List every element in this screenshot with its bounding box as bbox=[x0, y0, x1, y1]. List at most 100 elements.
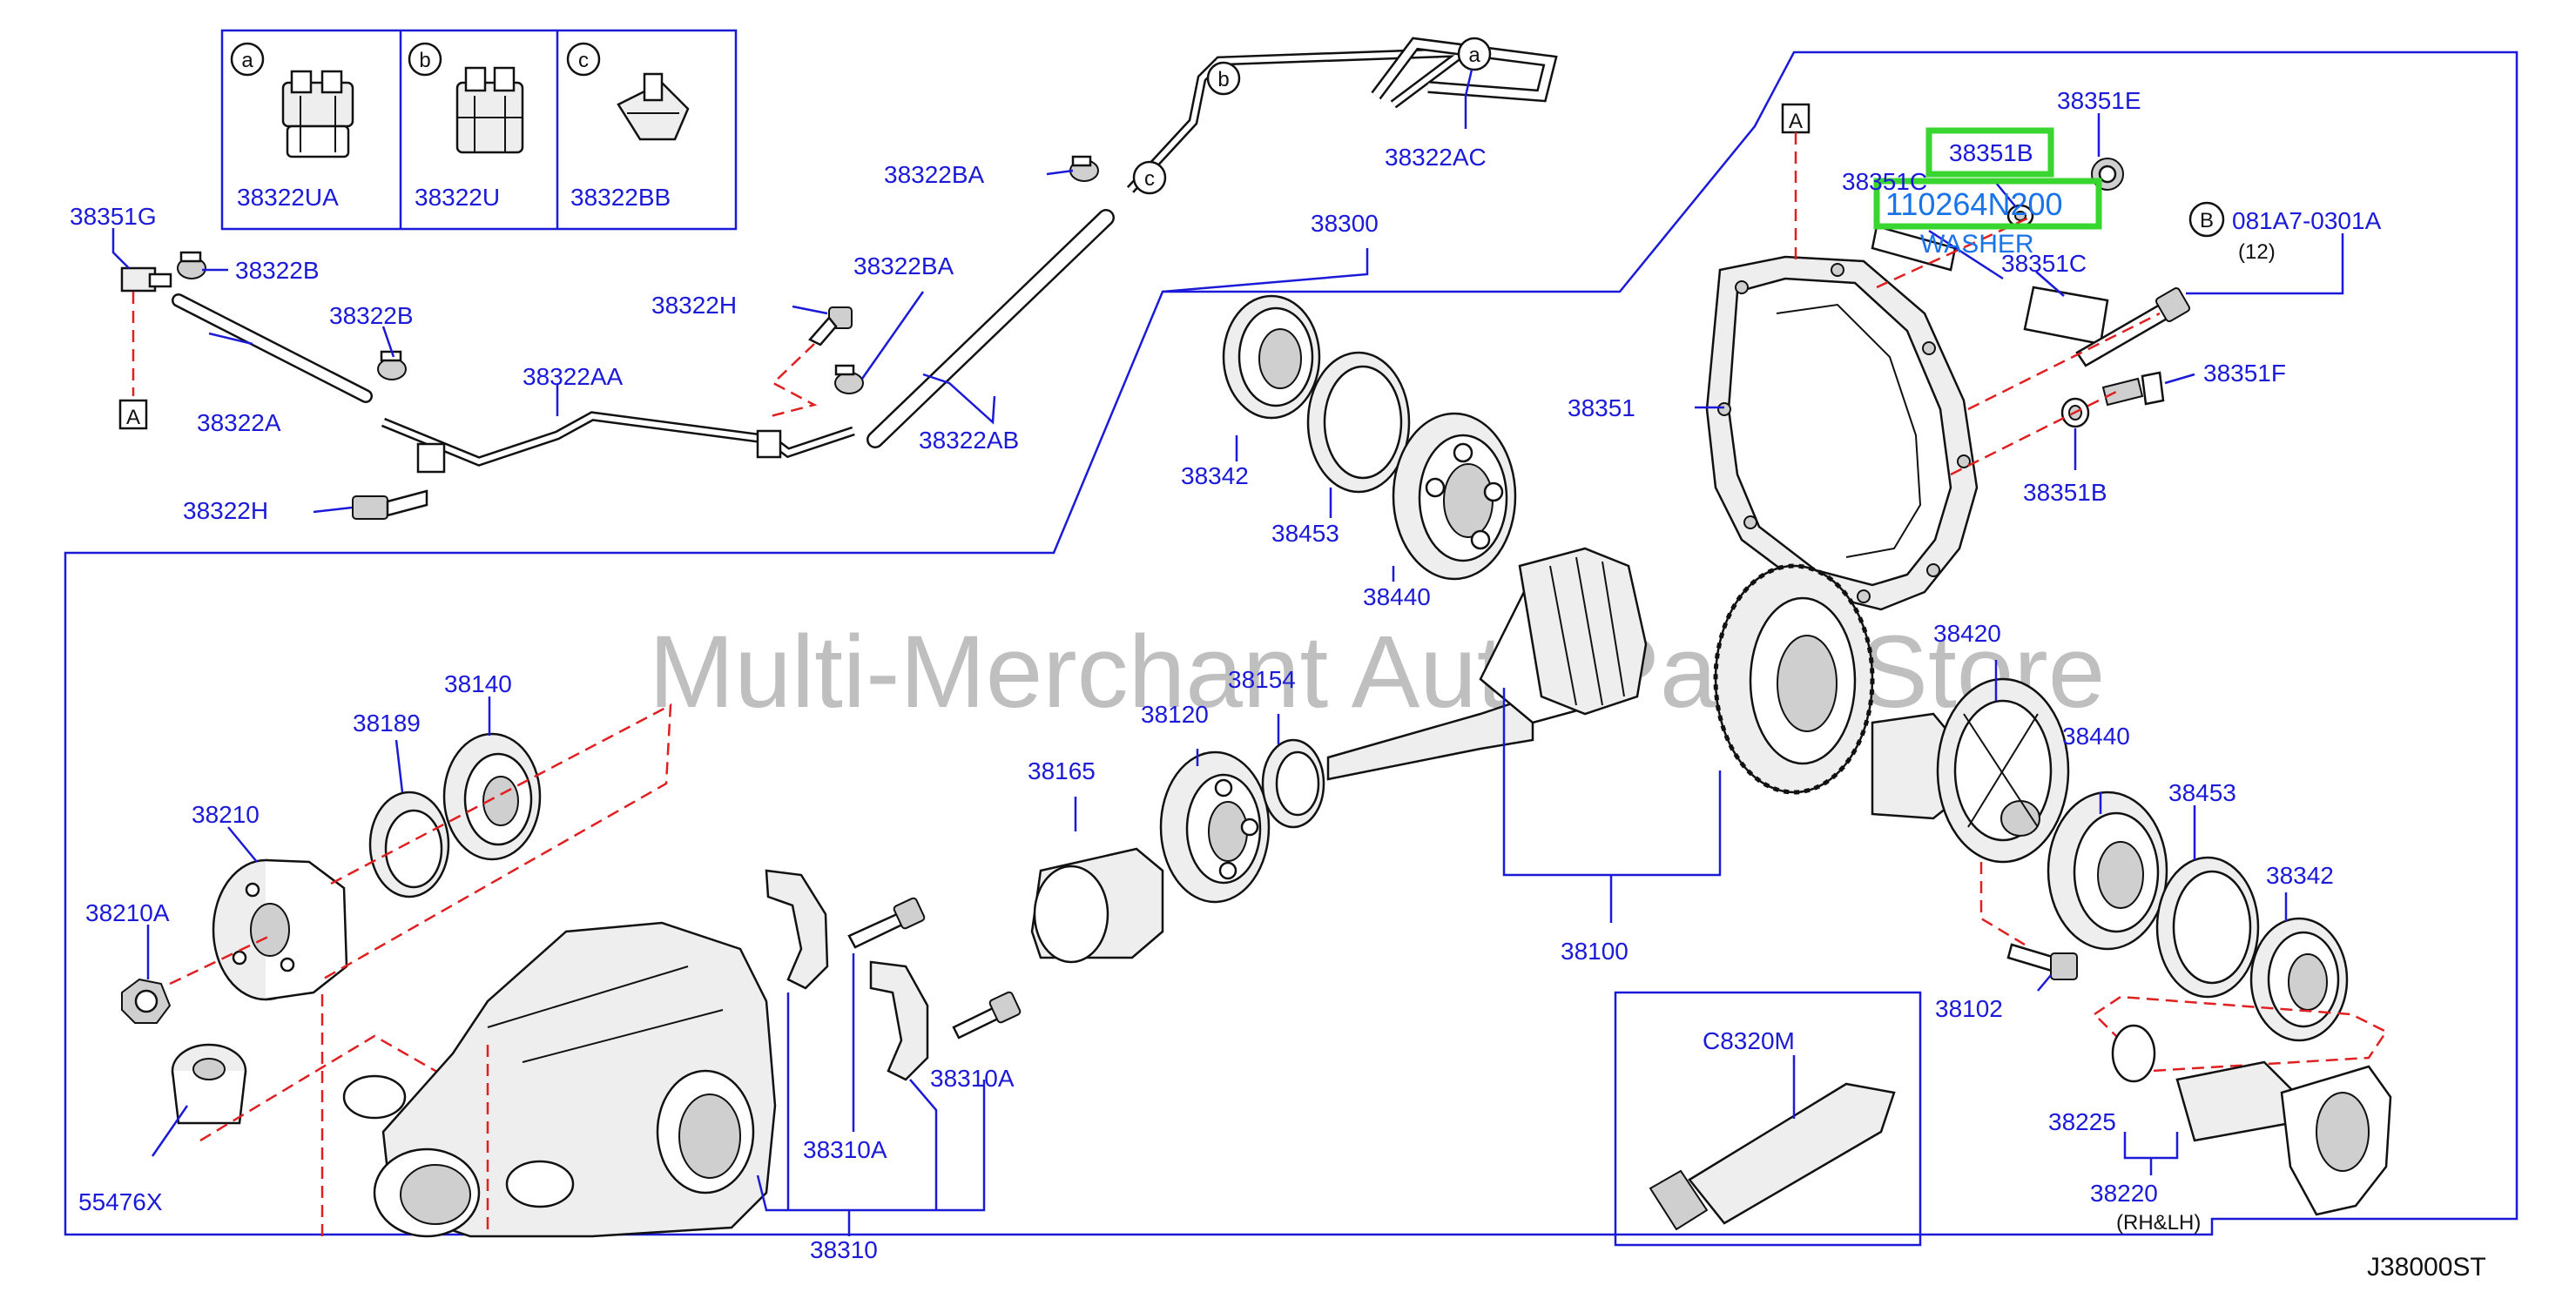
flange-nut-38210A[interactable] bbox=[121, 978, 172, 1024]
clip-a-part: 38322UA bbox=[237, 184, 339, 211]
rear-cover-38351[interactable] bbox=[1705, 255, 1979, 611]
label-38322B-1[interactable]: 38322B bbox=[235, 257, 320, 284]
label-38220[interactable]: 38220 bbox=[2090, 1180, 2158, 1207]
collapsible-spacer-38165[interactable] bbox=[1030, 847, 1164, 964]
clamp-38322BA-1[interactable] bbox=[834, 364, 864, 394]
label-081A7-0301A[interactable]: 081A7-0301A bbox=[2232, 207, 2382, 234]
cap-bolt-38310A-1[interactable] bbox=[847, 897, 926, 949]
oil-seal-38453[interactable] bbox=[1306, 351, 1411, 494]
label-38310[interactable]: 38310 bbox=[810, 1236, 878, 1263]
bearing-38140[interactable] bbox=[442, 732, 542, 861]
label-38322BA-2[interactable]: 38322BA bbox=[884, 161, 985, 188]
bearing-38440-front[interactable] bbox=[1392, 412, 1517, 581]
side-nut-38342-rear[interactable] bbox=[2249, 917, 2349, 1042]
label-38440-upper[interactable]: 38440 bbox=[1363, 583, 1431, 610]
label-38440-rear[interactable]: 38440 bbox=[2062, 723, 2130, 750]
label-38322H-upper[interactable]: 38322H bbox=[651, 292, 737, 319]
ring-gear[interactable] bbox=[1713, 563, 1875, 795]
o-ring-38225[interactable] bbox=[2111, 1024, 2156, 1083]
dash-flange-bearing bbox=[321, 703, 672, 981]
ref-box-A-right: A bbox=[1781, 103, 1811, 134]
label-38351[interactable]: 38351 bbox=[1568, 394, 1635, 421]
rear-cover-group: A B bbox=[1695, 103, 2344, 611]
label-38342-rear[interactable]: 38342 bbox=[2266, 862, 2334, 889]
bearing-38120[interactable] bbox=[1159, 750, 1271, 904]
label-38453-rear[interactable]: 38453 bbox=[2168, 779, 2236, 806]
clip-b-letter: b bbox=[419, 49, 430, 72]
label-38351E[interactable]: 38351E bbox=[2057, 87, 2141, 114]
fitting-38351G[interactable] bbox=[120, 266, 172, 293]
bearing-cap-1[interactable] bbox=[765, 869, 829, 990]
dash-cover-plug bbox=[1950, 390, 2117, 476]
label-38225[interactable]: 38225 bbox=[2048, 1108, 2116, 1135]
label-38351B-boxed[interactable]: 38351B bbox=[1949, 139, 2033, 166]
clip-a[interactable]: a 38322UA bbox=[230, 42, 354, 211]
sealant-tube-C8320M[interactable] bbox=[1649, 1082, 1896, 1231]
diff-case-38420[interactable] bbox=[1871, 677, 2070, 864]
clamp-38322B-2[interactable] bbox=[377, 350, 407, 380]
label-38351C-1[interactable]: 38351C bbox=[1842, 168, 1927, 195]
dowel-pin-38351C-1[interactable] bbox=[1871, 225, 1957, 272]
label-C8320M[interactable]: C8320M bbox=[1703, 1027, 1795, 1054]
label-38351B-lower[interactable]: 38351B bbox=[2023, 479, 2107, 506]
clamp-38322BA-2[interactable] bbox=[1069, 155, 1099, 182]
label-38351F[interactable]: 38351F bbox=[2203, 360, 2286, 387]
clamp-38322B-1[interactable] bbox=[177, 251, 206, 279]
label-38351C-2[interactable]: 38351C bbox=[2001, 250, 2087, 277]
cap-bolt-38310A-2[interactable] bbox=[952, 991, 1022, 1040]
bolt-38322H-upper[interactable] bbox=[807, 306, 853, 347]
label-38300[interactable]: 38300 bbox=[1311, 210, 1379, 237]
diagram-code: J38000ST bbox=[2367, 1253, 2486, 1282]
clip-c[interactable]: c 38322BB bbox=[566, 42, 690, 211]
oil-seal-38453-rear[interactable] bbox=[2155, 856, 2260, 999]
label-38210[interactable]: 38210 bbox=[192, 801, 260, 828]
label-38310A-right[interactable]: 38310A bbox=[930, 1065, 1015, 1092]
label-38322AA[interactable]: 38322AA bbox=[523, 363, 624, 390]
label-38120[interactable]: 38120 bbox=[1141, 701, 1209, 728]
label-38351G[interactable]: 38351G bbox=[70, 203, 157, 230]
label-38140[interactable]: 38140 bbox=[444, 670, 512, 697]
clip-b-part: 38322U bbox=[415, 184, 500, 211]
shim-38154[interactable] bbox=[1261, 738, 1325, 829]
drive-pinion[interactable] bbox=[1326, 547, 1648, 781]
label-38310A-left[interactable]: 38310A bbox=[803, 1136, 887, 1163]
filler-plug-38351F[interactable] bbox=[2101, 371, 2165, 407]
label-38322B-2[interactable]: 38322B bbox=[329, 302, 414, 329]
bolt-38322H-lower[interactable] bbox=[352, 489, 428, 520]
dash-diff-bolt bbox=[1979, 862, 2026, 946]
label-38322A[interactable]: 38322A bbox=[197, 409, 281, 436]
mount-bushing-55476X[interactable] bbox=[171, 1043, 247, 1125]
leaders-upper-left bbox=[111, 69, 1473, 514]
bearing-cap-2[interactable] bbox=[869, 960, 929, 1081]
label-38189[interactable]: 38189 bbox=[353, 710, 421, 737]
dash-38322H-upper bbox=[770, 343, 818, 418]
label-38100[interactable]: 38100 bbox=[1561, 938, 1629, 965]
bearing-38440-rear[interactable] bbox=[2047, 791, 2168, 951]
companion-flange-38210[interactable] bbox=[212, 858, 348, 1001]
label-38322H-lower[interactable]: 38322H bbox=[183, 497, 268, 524]
label-38154[interactable]: 38154 bbox=[1228, 666, 1296, 693]
oil-seal-38189[interactable] bbox=[368, 791, 450, 898]
pipe-38322AA[interactable] bbox=[381, 411, 855, 467]
label-38322BA-1[interactable]: 38322BA bbox=[853, 252, 954, 279]
label-38322AC[interactable]: 38322AC bbox=[1385, 144, 1487, 171]
clip-b[interactable]: b 38322U bbox=[408, 42, 524, 211]
bolt-38102[interactable] bbox=[2006, 943, 2078, 980]
svg-text:A: A bbox=[126, 406, 140, 429]
dowel-pin-38351C-2[interactable] bbox=[2023, 286, 2109, 346]
label-38102[interactable]: 38102 bbox=[1935, 995, 2003, 1022]
label-38322AB[interactable]: 38322AB bbox=[919, 427, 1019, 454]
highlight-part-number[interactable]: 110264N200 bbox=[1885, 186, 2063, 222]
differential-carrier-housing[interactable] bbox=[342, 921, 777, 1238]
svg-text:c: c bbox=[1144, 167, 1155, 191]
label-38342-upper[interactable]: 38342 bbox=[1181, 462, 1249, 489]
side-flange-38220[interactable] bbox=[2175, 1060, 2392, 1216]
label-38210A[interactable]: 38210A bbox=[85, 899, 170, 926]
label-55476X[interactable]: 55476X bbox=[78, 1188, 163, 1215]
ref-circle-B: B bbox=[2188, 201, 2225, 238]
label-38420[interactable]: 38420 bbox=[1933, 620, 2001, 647]
washer-38351B-upper[interactable] bbox=[2006, 204, 2034, 228]
label-38453-upper[interactable]: 38453 bbox=[1271, 520, 1339, 547]
pinion-nut-38342[interactable] bbox=[1222, 294, 1321, 420]
label-38165[interactable]: 38165 bbox=[1028, 757, 1096, 784]
